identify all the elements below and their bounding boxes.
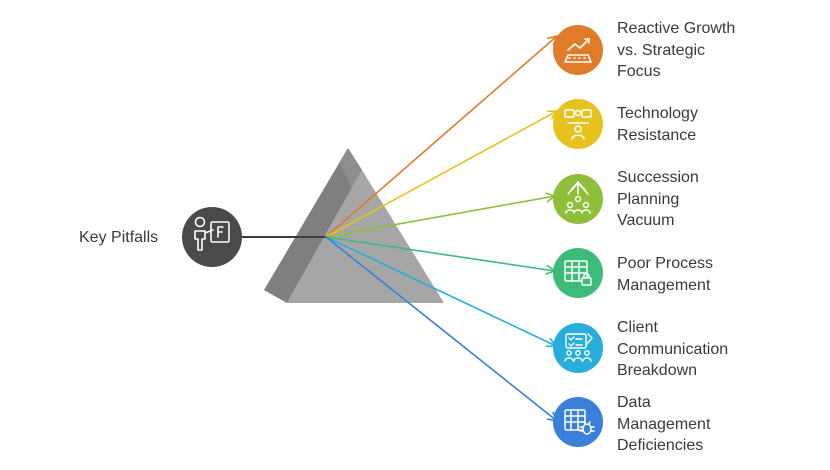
node-circle — [553, 25, 603, 75]
output-node-2 — [553, 174, 603, 224]
source-circle — [182, 207, 242, 267]
output-label-3: Poor Process Management — [617, 255, 714, 294]
output-label-5: Data Management Deficiencies — [617, 394, 711, 454]
output-node-4 — [553, 323, 603, 373]
output-label-0: Reactive Growth vs. Strategic Focus — [617, 20, 736, 80]
client-group-checklist-icon — [564, 333, 593, 362]
locked-table-icon — [564, 260, 592, 286]
prism — [264, 148, 444, 303]
team-devices-icon — [564, 109, 592, 140]
output-ray-5 — [325, 236, 558, 422]
output-ray-2 — [325, 195, 556, 238]
output-label-2: Succession Planning Vacuum — [617, 169, 699, 229]
output-ray-3 — [325, 236, 556, 272]
presenter-board-icon — [194, 216, 230, 251]
output-node-0 — [553, 25, 603, 75]
output-node-1 — [553, 99, 603, 149]
prism-top-shade — [340, 148, 362, 188]
output-ray-4 — [325, 236, 557, 347]
output-ray-0 — [325, 35, 558, 238]
output-ray-1 — [325, 110, 558, 238]
output-node-5 — [553, 397, 603, 447]
prism-side-face — [264, 148, 362, 303]
growth-chart-icon — [564, 38, 592, 63]
output-label-1: Technology Resistance — [617, 105, 698, 144]
succession-tree-icon — [565, 181, 591, 214]
prism-front-face — [287, 170, 444, 303]
output-node-3 — [553, 248, 603, 298]
source-label: Key Pitfalls — [79, 229, 159, 246]
output-nodes — [553, 25, 603, 447]
source-node — [182, 207, 242, 267]
data-bug-icon — [564, 409, 595, 435]
node-circle — [553, 99, 603, 149]
output-label-4: Client Communication Breakdown — [617, 319, 729, 379]
